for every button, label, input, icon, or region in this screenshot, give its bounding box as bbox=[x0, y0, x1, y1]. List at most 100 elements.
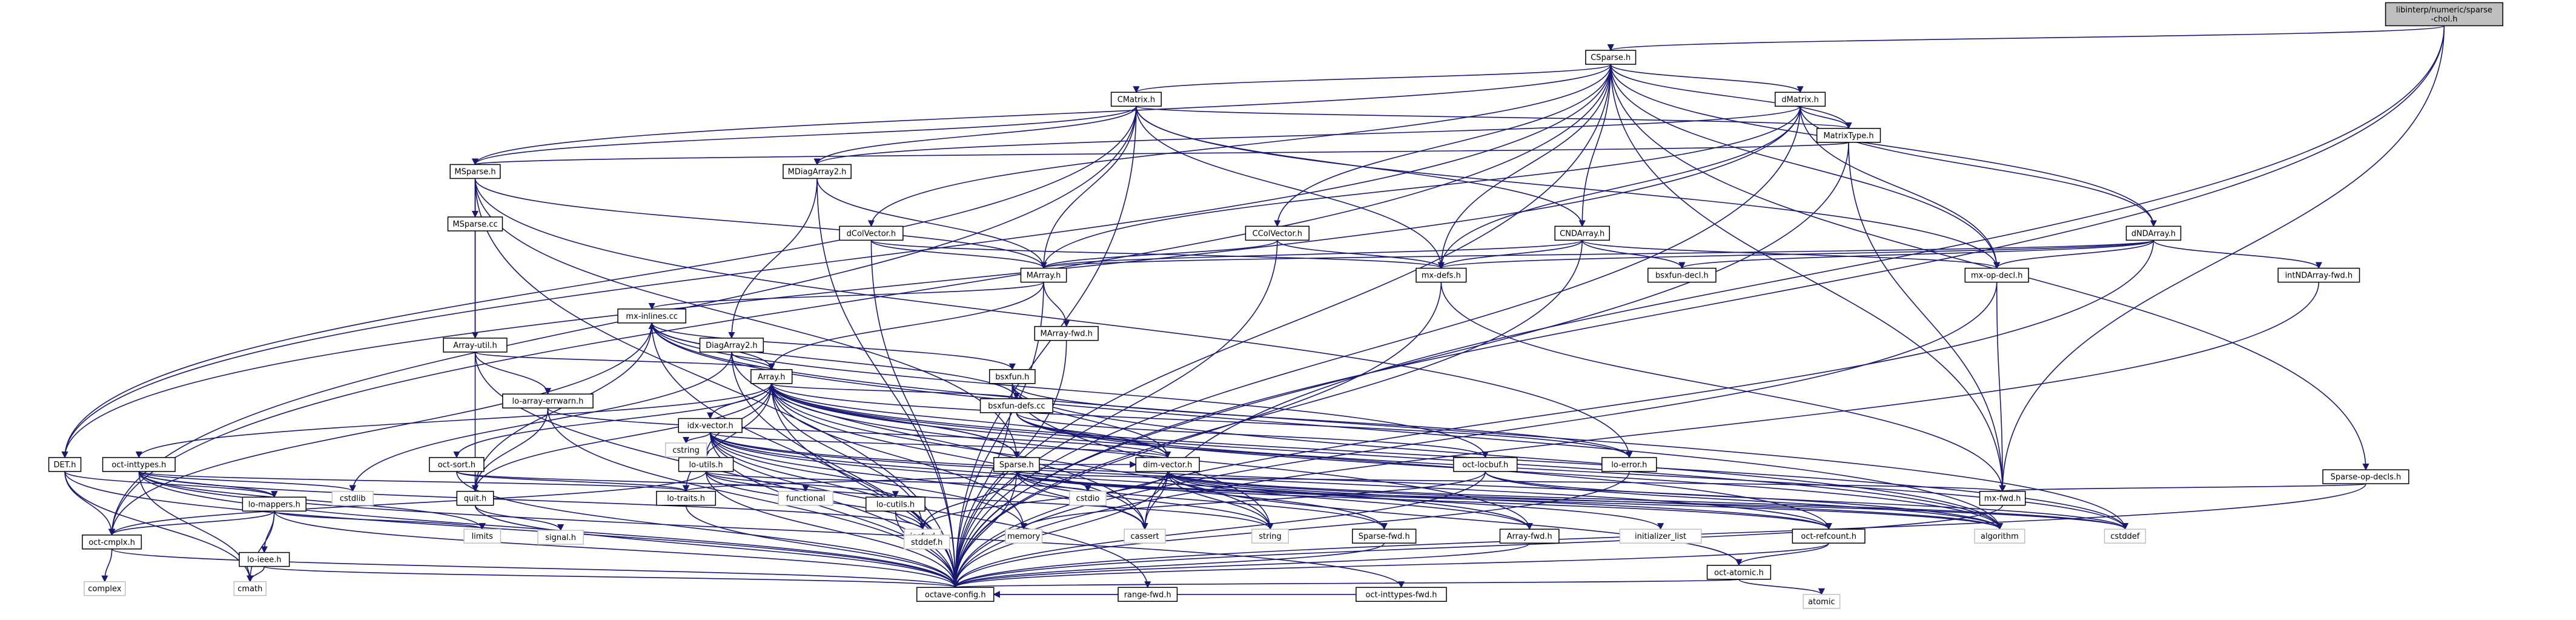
node-MSparse[interactable]: MSparse.h bbox=[449, 164, 501, 179]
edge-lomappers-to-loieee bbox=[260, 511, 275, 553]
node-Sparsefwd[interactable]: Sparse-fwd.h bbox=[1352, 528, 1417, 544]
edge-DET-to-lomappers bbox=[64, 471, 278, 498]
node-box bbox=[1069, 490, 1107, 506]
node-Sparse[interactable]: Sparse.h bbox=[993, 457, 1040, 472]
edge-Array-to-algorithm bbox=[770, 383, 2003, 530]
node-bsxfundecl[interactable]: bsxfun-decl.h bbox=[1647, 267, 1717, 283]
node-box bbox=[1554, 225, 1610, 241]
node-rangefwd[interactable]: range-fwd.h bbox=[1117, 587, 1178, 602]
node-Sparseopdecls[interactable]: Sparse-op-decls.h bbox=[2322, 469, 2409, 484]
edge-lomappers-to-cmath bbox=[247, 511, 275, 582]
node-box bbox=[84, 581, 126, 596]
node-box bbox=[678, 457, 734, 472]
node-octcmplx[interactable]: oct-cmplx.h bbox=[82, 535, 142, 550]
node-bsxfun[interactable]: bsxfun.h bbox=[988, 369, 1036, 384]
node-loarrayerrwarn[interactable]: lo-array-errwarn.h bbox=[502, 393, 594, 408]
node-octsort[interactable]: oct-sort.h bbox=[429, 457, 485, 472]
node-box bbox=[1974, 528, 2025, 544]
node-MatrixType[interactable]: MatrixType.h bbox=[1816, 128, 1881, 143]
node-octaveconfig[interactable]: octave-config.h bbox=[916, 587, 995, 602]
edge-idxvector-to-rangefwd bbox=[709, 432, 1151, 588]
node-Array[interactable]: Array.h bbox=[750, 369, 793, 384]
node-lotraits[interactable]: lo-traits.h bbox=[656, 490, 717, 506]
node-CNDArray[interactable]: CNDArray.h bbox=[1554, 225, 1610, 241]
edge-MSparse-to-octaveconfig bbox=[474, 178, 959, 588]
edge-idxvector-to-cstring bbox=[683, 432, 711, 444]
edge-bsxfundefs-to-mxinlines bbox=[648, 322, 1018, 399]
node-CColVector[interactable]: CColVector.h bbox=[1245, 225, 1310, 241]
node-box bbox=[617, 308, 687, 324]
edge-dimvector-to-iosfwd bbox=[919, 471, 1168, 530]
node-mxdefs[interactable]: mx-defs.h bbox=[1415, 267, 1467, 283]
node-label: CSparse.h bbox=[1591, 53, 1631, 62]
edge-loarrayerrwarn-to-quith bbox=[471, 408, 549, 492]
node-box bbox=[916, 587, 995, 602]
node-CSparse[interactable]: CSparse.h bbox=[1585, 50, 1637, 65]
node-idxvector[interactable]: idx-vector.h bbox=[678, 418, 743, 433]
node-octrefcount[interactable]: oct-refcount.h bbox=[1792, 528, 1866, 544]
edge-MSparse-to-MArray bbox=[474, 178, 1047, 269]
node-lomappers[interactable]: lo-mappers.h bbox=[242, 496, 306, 512]
node-octinttypesfwd[interactable]: oct-inttypes-fwd.h bbox=[1356, 587, 1447, 602]
node-dNDArray[interactable]: dNDArray.h bbox=[2125, 225, 2182, 241]
edge-dimvector-to-string bbox=[1167, 471, 1274, 530]
node-intNDArrayfwd[interactable]: intNDArray-fwd.h bbox=[2277, 267, 2360, 283]
edge-Sparse-to-Sparsefwd bbox=[1016, 471, 1388, 530]
node-mxfwd[interactable]: mx-fwd.h bbox=[1979, 490, 2026, 506]
edge-CNDArray-to-octaveconfig bbox=[952, 240, 1583, 588]
node-functional: functional bbox=[778, 490, 833, 506]
node-octatomic[interactable]: oct-atomic.h bbox=[1706, 565, 1772, 580]
node-mxopdecl[interactable]: mx-op-decl.h bbox=[1964, 267, 2029, 283]
edge-DET-to-octcmplx bbox=[64, 471, 116, 536]
node-mxinlines[interactable]: mx-inlines.cc bbox=[617, 308, 687, 324]
node-quith[interactable]: quit.h bbox=[456, 490, 494, 506]
edge-dimvector-to-octatomic bbox=[1167, 471, 1743, 566]
node-box bbox=[778, 490, 833, 506]
edge-dMatrix-to-mxopdecl bbox=[1800, 106, 2001, 269]
node-DET[interactable]: DET.h bbox=[48, 457, 82, 472]
node-box bbox=[456, 490, 494, 506]
edge-CSparse-to-mxdefs bbox=[1437, 64, 1612, 269]
edge-Array-to-cstddef bbox=[770, 383, 2128, 530]
node-Arrayfwd[interactable]: Array-fwd.h bbox=[1499, 528, 1560, 544]
edge-loarrayerrwarn-to-dimvector bbox=[547, 407, 1171, 459]
edge-octinttypes-to-limits bbox=[138, 471, 486, 530]
edge-MatrixType-to-mxfwd bbox=[1848, 142, 2006, 492]
node-algorithm: algorithm bbox=[1974, 528, 2025, 544]
node-octinttypes[interactable]: oct-inttypes.h bbox=[102, 457, 176, 472]
node-MDiagArray2[interactable]: MDiagArray2.h bbox=[783, 164, 852, 179]
node-limits: limits bbox=[463, 528, 502, 544]
node-MArrayfwd[interactable]: MArray-fwd.h bbox=[1034, 325, 1099, 341]
edge-idxvector-to-dimvector bbox=[709, 432, 1171, 459]
node-dimvector[interactable]: dim-vector.h bbox=[1135, 457, 1200, 472]
node-label: MArray-fwd.h bbox=[1041, 330, 1093, 339]
node-label: signal.h bbox=[545, 533, 576, 542]
node-label: MArray.h bbox=[1027, 272, 1061, 281]
edge-DiagArray2-to-Array bbox=[731, 352, 775, 370]
node-box bbox=[1979, 490, 2026, 506]
node-locutils[interactable]: lo-cutils.h bbox=[865, 496, 925, 512]
node-dColVector[interactable]: dColVector.h bbox=[839, 225, 904, 241]
node-loutils[interactable]: lo-utils.h bbox=[678, 457, 734, 472]
edge-CColVector-to-octaveconfig bbox=[952, 240, 1278, 588]
node-label: atomic bbox=[1808, 598, 1835, 607]
edge-dColVector-to-octaveconfig bbox=[870, 240, 959, 588]
node-root[interactable]: libinterp/numeric/sparse-chol.h bbox=[2385, 2, 2503, 27]
node-bsxfundefs[interactable]: bsxfun-defs.cc bbox=[979, 398, 1053, 413]
node-octlocbuf[interactable]: oct-locbuf.h bbox=[1453, 457, 1518, 472]
node-loieee[interactable]: lo-ieee.h bbox=[239, 552, 290, 567]
edge-idxvector-to-iosfwd bbox=[709, 432, 926, 530]
node-CMatrix[interactable]: CMatrix.h bbox=[1110, 92, 1162, 107]
node-box bbox=[331, 490, 374, 506]
node-label: intNDArray-fwd.h bbox=[2285, 272, 2353, 281]
node-Arrayutil[interactable]: Array-util.h bbox=[443, 338, 508, 353]
node-MArray[interactable]: MArray.h bbox=[1020, 267, 1067, 283]
node-label: dMatrix.h bbox=[1781, 95, 1819, 104]
node-DiagArray2[interactable]: DiagArray2.h bbox=[699, 338, 764, 353]
node-box bbox=[699, 338, 764, 353]
node-MSparsecc[interactable]: MSparse.cc bbox=[447, 216, 503, 232]
edge-octlocbuf-to-octaveconfig bbox=[952, 471, 1486, 588]
node-dMatrix[interactable]: dMatrix.h bbox=[1775, 92, 1826, 107]
node-loerror[interactable]: lo-error.h bbox=[1601, 457, 1657, 472]
dependency-edges bbox=[61, 25, 2445, 598]
